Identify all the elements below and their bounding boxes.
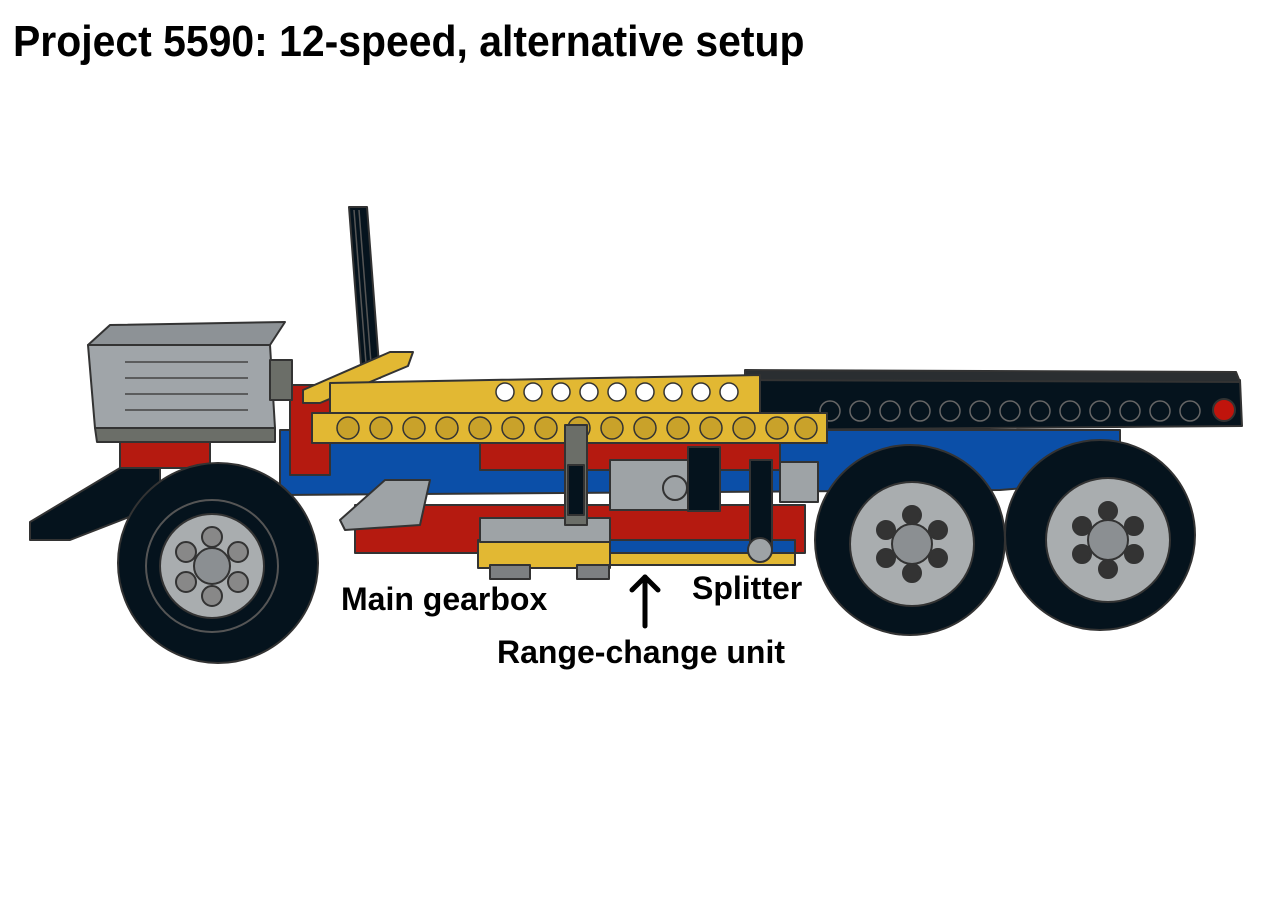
label-range-change-unit: Range-change unit <box>497 634 786 670</box>
arrow-up-icon <box>629 574 661 629</box>
shifter-shaft <box>564 424 588 526</box>
lower-beam-holes <box>336 416 818 440</box>
rear-rail-holes <box>819 400 1201 422</box>
rear-wheel-2 <box>1004 439 1196 631</box>
red-axle-pin <box>1212 398 1236 422</box>
gearbox-gray-plates <box>339 459 819 580</box>
exhaust-stack <box>348 206 381 379</box>
label-main-gearbox: Main gearbox <box>341 581 548 617</box>
front-wheel <box>117 462 319 664</box>
rear-wheel-1 <box>814 444 1006 636</box>
splitter-beams <box>662 446 773 563</box>
page-title: Project 5590: 12-speed, alternative setu… <box>13 17 805 66</box>
rear-frame-rail <box>744 369 1243 431</box>
label-splitter: Splitter <box>692 570 803 606</box>
upper-beam-holes <box>495 382 739 402</box>
engine-block <box>87 321 293 443</box>
